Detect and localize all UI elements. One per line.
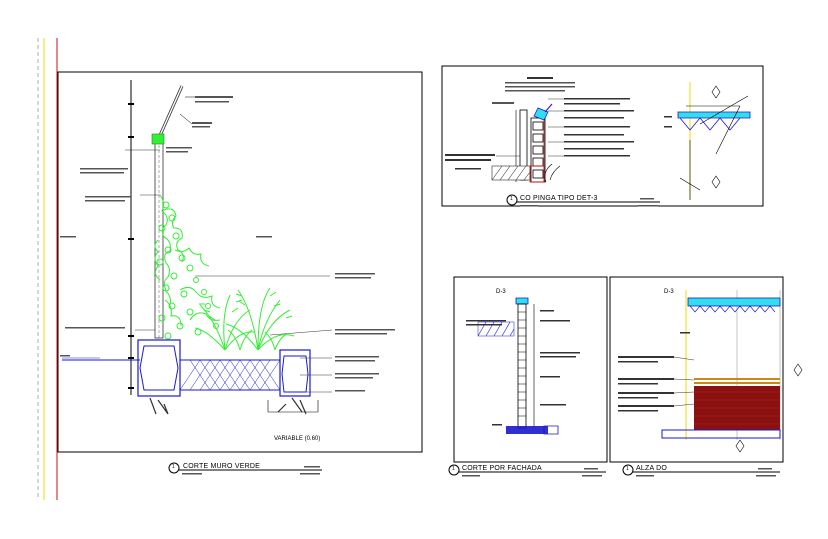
diamond-marker-icon — [711, 175, 721, 189]
diamond-marker-icon — [793, 363, 803, 377]
green-wall-post — [154, 139, 164, 339]
detail-marker-facade: D-3 — [496, 289, 506, 295]
planter-box — [62, 339, 319, 415]
section-number-1: 1 — [172, 464, 175, 470]
circle-number-icon — [506, 194, 518, 206]
section-number-4: 1 — [626, 466, 629, 472]
circle-number-icon — [168, 462, 180, 474]
panel-title-corte-muro-verde: CORTE MURO VERDE — [183, 463, 260, 470]
panel-4-border — [609, 276, 784, 463]
detail-marker-elevation: D-3 — [664, 289, 674, 295]
panel-title-alzado: ALZA DO — [636, 465, 667, 472]
facade-wall — [517, 303, 527, 429]
panel-title-corte-por-fachada: CORTE POR FACHADA — [462, 465, 542, 472]
lamp-fixture — [151, 133, 165, 145]
shrub-plants — [194, 287, 295, 351]
ivy-foliage — [154, 194, 221, 340]
panel-1-border — [57, 71, 423, 453]
panel-2-border — [441, 65, 764, 207]
diamond-marker-icon — [735, 439, 745, 453]
panel-alzado — [609, 276, 803, 477]
dimension-label-variable: VARIABLE (0.60) — [274, 436, 321, 442]
diamond-marker-icon — [711, 85, 721, 99]
circle-number-icon — [622, 464, 634, 476]
panel-corte-muro-verde — [57, 71, 423, 475]
section-number-3: 1 — [452, 466, 455, 472]
coping-plan-cap — [677, 111, 751, 119]
panel-copinga-tipo — [441, 65, 764, 207]
panel-title-copinga: CO PINGA TIPO DET-3 — [520, 195, 598, 202]
panel-3-border — [453, 276, 608, 463]
circle-number-icon — [448, 464, 460, 476]
coping-elevation — [687, 297, 781, 307]
section-number-2: 1 — [510, 196, 513, 202]
panel-corte-por-fachada — [448, 276, 608, 477]
